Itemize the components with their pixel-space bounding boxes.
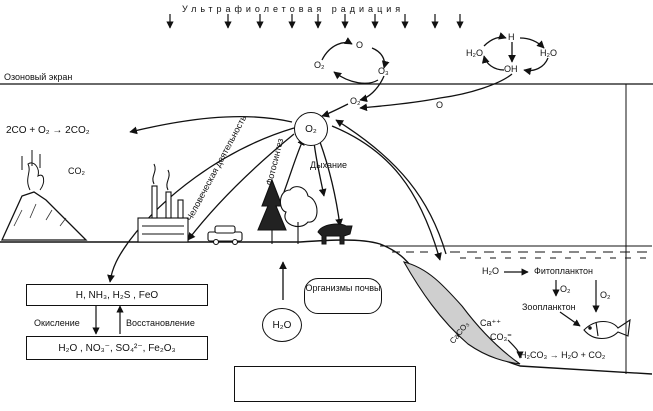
car (207, 225, 243, 246)
water-photolysis-arrows (359, 32, 549, 112)
uv-radiation-label: Ультрафиолетовая радиация (182, 4, 405, 14)
co-oxidation-reaction: 2CO + O₂ → 2CO₂ (6, 125, 90, 136)
ozone-o-top: O (356, 40, 364, 50)
ocean-o2-b: O₂ (600, 290, 611, 300)
ocean-arrows (504, 268, 600, 359)
cow (317, 223, 353, 245)
oxidized-compounds-box: H₂O , NO₃⁻, SO₄²⁻, Fe₂O₃ (26, 336, 208, 360)
ocean-co3: CO₃⁼ (490, 332, 512, 342)
water-h: H (508, 32, 515, 42)
water-oh: OH (504, 64, 518, 74)
soil-organisms-node: Организмы почвы (304, 278, 382, 314)
ozone-screen-label: Озоновый экран (4, 72, 73, 82)
phytoplankton-label: Фитопланктон (534, 266, 594, 276)
ozone-cycle-arrows (321, 37, 390, 118)
water-h2o-right: H₂O (540, 48, 557, 58)
ocean-ca: Ca⁺⁺ (480, 318, 502, 328)
oxygen-flow-arcs (107, 115, 447, 300)
water-surface (380, 245, 652, 259)
soil-water-node: H₂O (262, 308, 302, 342)
volcano-co2-label: CO₂ (68, 166, 85, 176)
oxidation-label: Окисление (34, 318, 80, 328)
ozone-o2-low: O₂ (350, 96, 361, 106)
ocean-o2-a: O₂ (560, 284, 571, 294)
reduction-label: Восстановление (126, 318, 195, 328)
trees (257, 178, 318, 244)
water-h2o-left: H₂O (466, 48, 483, 58)
central-o2-node: O₂ (294, 112, 328, 146)
zooplankton-label: Зоопланктон (522, 302, 576, 312)
ozone-o2-left: O₂ (314, 60, 325, 70)
redox-arrows (92, 305, 124, 335)
ozone-o3: O₃ (378, 66, 389, 76)
volcano (0, 150, 88, 241)
respiration-label: Дыхание (310, 160, 347, 170)
uv-arrows (166, 14, 464, 29)
fish (583, 318, 631, 340)
caco3-sediment (402, 261, 521, 365)
carbonate-equation: H₂CO₃ → H₂O + CO₂ (520, 350, 606, 360)
empty-answer-box (234, 366, 416, 402)
factory (137, 163, 189, 243)
reduced-compounds-box: H, NH₃, H₂S , FeO (26, 284, 208, 306)
ozone-o-right: O (436, 100, 444, 110)
ocean-h2o: H₂O (482, 266, 499, 276)
